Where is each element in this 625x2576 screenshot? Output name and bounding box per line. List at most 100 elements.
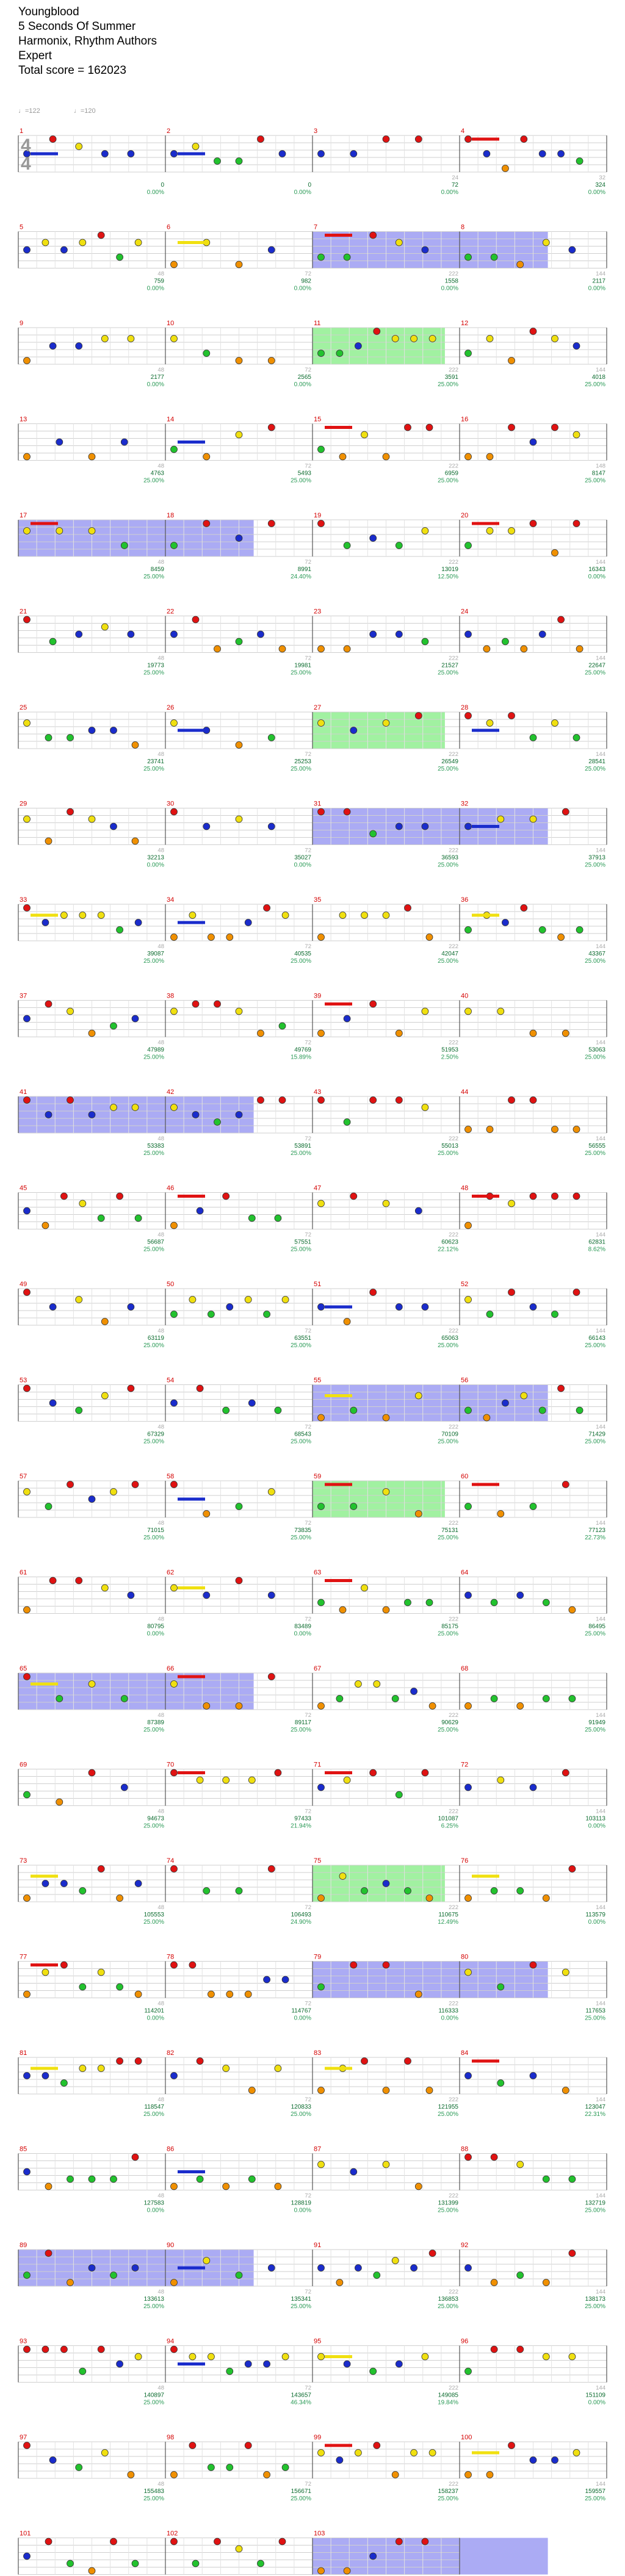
measure-subtotal: 144 [596,1232,605,1239]
drum-note [170,808,178,816]
drum-note [267,822,275,830]
drum-note [382,2087,390,2094]
drum-note [235,1887,243,1894]
drum-note [75,1577,83,1585]
measure-subtotal: 222 [449,271,458,278]
cumulative-score: 53063 [588,1047,605,1054]
cumulative-score: 0 [161,182,164,189]
drum-note [222,1192,230,1200]
drum-note [542,1599,550,1606]
drum-note [203,1510,211,1517]
drum-note [538,1406,546,1414]
measure-number: 84 [461,2049,468,2057]
measure-number: 56 [461,1377,468,1384]
drum-note [395,1029,403,1037]
cumulative-score: 158237 [438,2488,459,2495]
tempo-markers: ♩=122 ♩=120 [18,107,128,115]
drum-note [23,2072,31,2079]
sustain-bar [178,441,205,444]
drum-note [529,520,537,527]
cumulative-score: 55013 [441,1143,458,1149]
multiplier-percent: 0.00% [588,2400,605,2406]
drum-note [486,2471,494,2478]
drum-note [317,719,325,727]
drum-note [196,1207,204,1215]
drum-note [170,2538,178,2545]
sustain-bar [325,1483,352,1486]
cumulative-score: 87389 [147,1719,164,1726]
cumulative-score: 4763 [151,470,165,477]
measure-subtotal: 222 [449,943,458,950]
drum-note [281,2353,289,2361]
sustain-bar [472,1195,499,1198]
drum-note [355,1680,362,1688]
drum-note [170,2471,178,2478]
drum-note [562,1769,569,1777]
cumulative-score: 71015 [147,1527,164,1534]
multiplier-percent: 0.00% [588,1919,605,1926]
measure-number: 101 [20,2530,31,2538]
measure-number: 2 [167,128,170,135]
drum-note [134,2353,142,2361]
drum-note [67,808,74,816]
measure-subtotal: 144 [596,1328,605,1334]
multiplier-percent: 25.00% [438,2111,458,2118]
cumulative-score: 94673 [147,1816,164,1822]
drum-note [486,335,494,342]
measure-subtotal: 72 [305,1328,311,1334]
drum-note [486,719,494,727]
drum-note [557,1384,565,1392]
measure-subtotal: 144 [596,2096,605,2103]
measure-subtotal: 222 [449,2481,458,2488]
drum-note [317,253,325,261]
drum-note [134,239,142,246]
drum-note [67,2560,74,2567]
drum-note [203,1702,211,1710]
drum-note [101,623,109,631]
drum-note [170,1680,178,1688]
measure-subtotal: 48 [157,2481,164,2488]
measure-subtotal: 48 [157,1424,164,1431]
drum-note [257,1096,264,1104]
drum-note [110,2175,117,2183]
drum-note [464,453,472,461]
drum-note [127,630,135,638]
cumulative-score: 106493 [291,1912,312,1918]
drum-note [464,1783,472,1791]
measure-subtotal: 72 [305,655,311,662]
measure-number: 94 [167,2338,174,2345]
drum-note [382,912,390,919]
measure-subtotal: 48 [157,2385,164,2392]
cumulative-score: 65063 [441,1335,458,1342]
drum-note [23,2552,31,2560]
drum-note [235,431,243,439]
drum-note [516,1591,524,1599]
drum-note [486,453,494,461]
cumulative-score: 133613 [144,2296,165,2303]
drum-note [79,1887,87,1894]
drum-note [404,2057,411,2065]
drum-note [542,2353,550,2361]
drum-note [502,1399,509,1407]
measure-number: 93 [20,2338,27,2345]
cumulative-score: 16343 [588,566,605,573]
drum-note [425,423,433,431]
drum-note [542,2175,550,2183]
multiplier-percent: 25.00% [438,670,458,677]
multiplier-percent: 25.00% [143,1150,164,1157]
measure-number: 14 [167,416,174,423]
drum-note [110,1022,117,1030]
measure-subtotal: 48 [157,1520,164,1527]
cumulative-score: 56687 [147,1239,164,1246]
multiplier-percent: 25.00% [143,1054,164,1061]
drum-note [557,150,565,157]
measure-subtotal: 222 [449,463,458,470]
measure-number: 31 [314,801,321,808]
drum-note [369,2552,377,2560]
measure-subtotal: 222 [449,559,458,566]
drum-note [196,1776,204,1784]
measure-subtotal: 72 [305,2481,311,2488]
drum-note [207,1990,215,1998]
sustain-bar [31,1874,58,1878]
sustain-bar [472,1874,499,1878]
